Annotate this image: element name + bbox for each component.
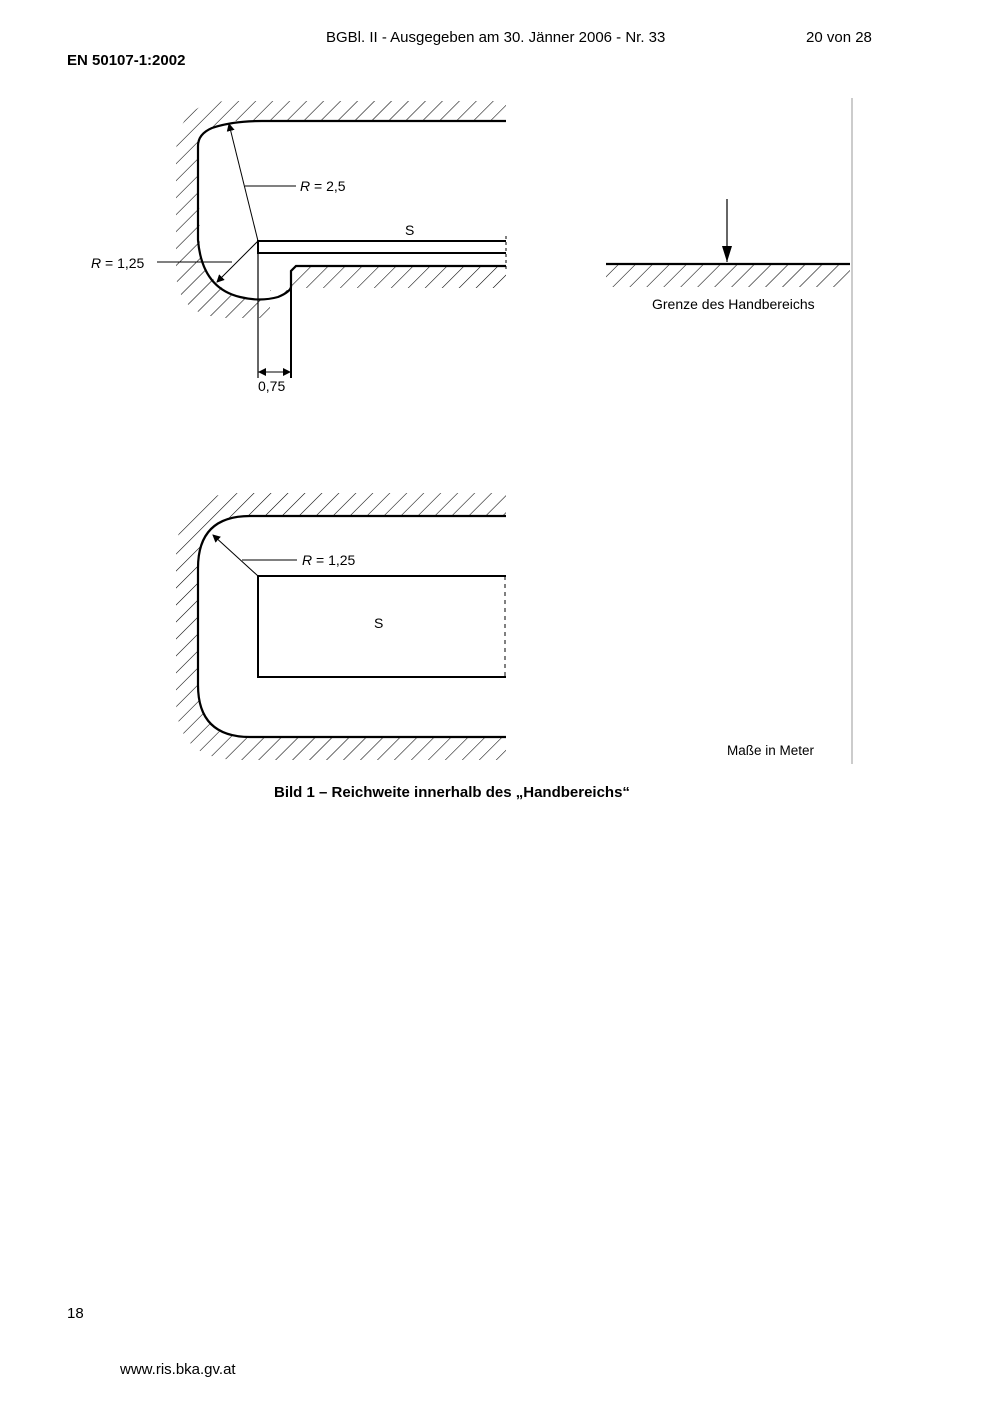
radius-label-left: R = 1,25 <box>91 255 145 271</box>
reach-outline-bottom <box>196 514 506 739</box>
hatched-wall-top <box>176 101 506 318</box>
hatched-wall-bottom <box>176 493 506 760</box>
figure-caption: Bild 1 – Reichweite innerhalb des „Handb… <box>274 784 630 801</box>
gazette-header: BGBl. II - Ausgegeben am 30. Jänner 2006… <box>326 29 666 46</box>
page-counter: 20 von 28 <box>806 29 872 46</box>
dimension-label: 0,75 <box>258 378 285 394</box>
s-label-top: S <box>405 222 414 238</box>
s-strip <box>257 240 506 254</box>
footer-url[interactable]: www.ris.bka.gv.at <box>120 1361 236 1378</box>
radius-label-bottom: R = 1,25 <box>302 552 356 568</box>
radius-label-upper: R = 2,5 <box>300 178 346 194</box>
radius-line-1-25 <box>216 240 259 283</box>
units-note: Maße in Meter <box>727 743 815 758</box>
boundary-symbol <box>606 199 850 287</box>
s-box <box>257 575 506 678</box>
page-number: 18 <box>67 1305 84 1322</box>
standard-id: EN 50107-1:2002 <box>67 52 186 69</box>
radius-line-2-5 <box>226 123 259 242</box>
upper-detail-drawing <box>176 101 506 378</box>
s-label-bottom: S <box>374 615 383 631</box>
boundary-label: Grenze des Handbereichs <box>652 296 815 312</box>
reach-outline-top <box>196 119 506 301</box>
lower-detail-drawing <box>176 493 506 760</box>
radius-line-bottom <box>212 534 259 577</box>
